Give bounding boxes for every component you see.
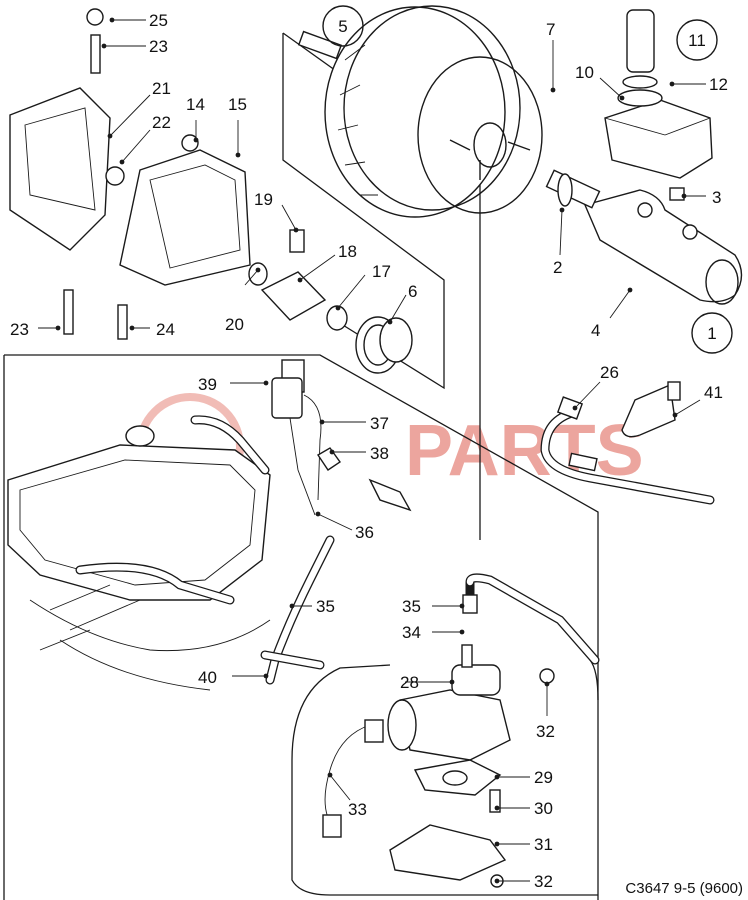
callout-25: 25 [149,11,168,30]
callout-19: 19 [254,190,273,209]
vacuum-hoses [260,381,715,685]
engine [7,415,271,691]
callout-29: 29 [534,768,553,787]
callout-circle-1 [691,312,733,354]
callout-1: 1 [707,324,716,343]
callout-7: 7 [546,20,555,39]
callout-38: 38 [370,444,389,463]
callout-23-bottom: 23 [10,320,29,339]
callout-6: 6 [408,282,417,301]
callout-circle-5 [322,5,364,47]
callout-22: 22 [152,113,171,132]
callout-12: 12 [709,75,728,94]
callout-3: 3 [712,188,721,207]
callout-numbers: 25 23 21 22 14 15 19 18 17 20 6 7 10 12 … [10,11,728,891]
callout-18: 18 [338,242,357,261]
callout-36: 36 [355,523,374,542]
callout-37: 37 [370,414,389,433]
callout-35-left: 35 [316,597,335,616]
diagram-code: C3647 9-5 (9600) [625,880,743,897]
callout-39: 39 [198,375,217,394]
callout-30: 30 [534,799,553,818]
leader-lines [38,17,706,884]
callout-5: 5 [338,17,347,36]
fluid-reservoir [604,9,713,201]
vacuum-pump-assembly [322,644,555,888]
callout-20: 20 [225,315,244,334]
callout-28: 28 [400,673,419,692]
callout-40: 40 [198,668,217,687]
seal-and-adapters [248,160,481,374]
callout-32-bottom: 32 [534,872,553,891]
callout-41: 41 [704,383,723,402]
callout-26: 26 [600,363,619,382]
callout-32-top: 32 [536,722,555,741]
callout-15: 15 [228,95,247,114]
brackets [9,8,251,340]
callout-35-right: 35 [402,597,421,616]
circled-callouts: 5 11 1 [322,5,733,354]
solenoid-valve-and-wiring [271,359,341,516]
callout-2: 2 [553,258,562,277]
callout-31: 31 [534,835,553,854]
callout-34: 34 [402,623,421,642]
callout-10: 10 [575,63,594,82]
callout-23-top: 23 [149,37,168,56]
callout-14: 14 [186,95,205,114]
callout-11: 11 [688,31,706,50]
callout-circle-11 [676,19,718,61]
brake-booster [297,5,543,218]
callout-4: 4 [591,321,600,340]
callout-24: 24 [156,320,175,339]
master-cylinder [545,169,743,305]
callout-21: 21 [152,79,171,98]
callout-33: 33 [348,800,367,819]
callout-17: 17 [372,262,391,281]
